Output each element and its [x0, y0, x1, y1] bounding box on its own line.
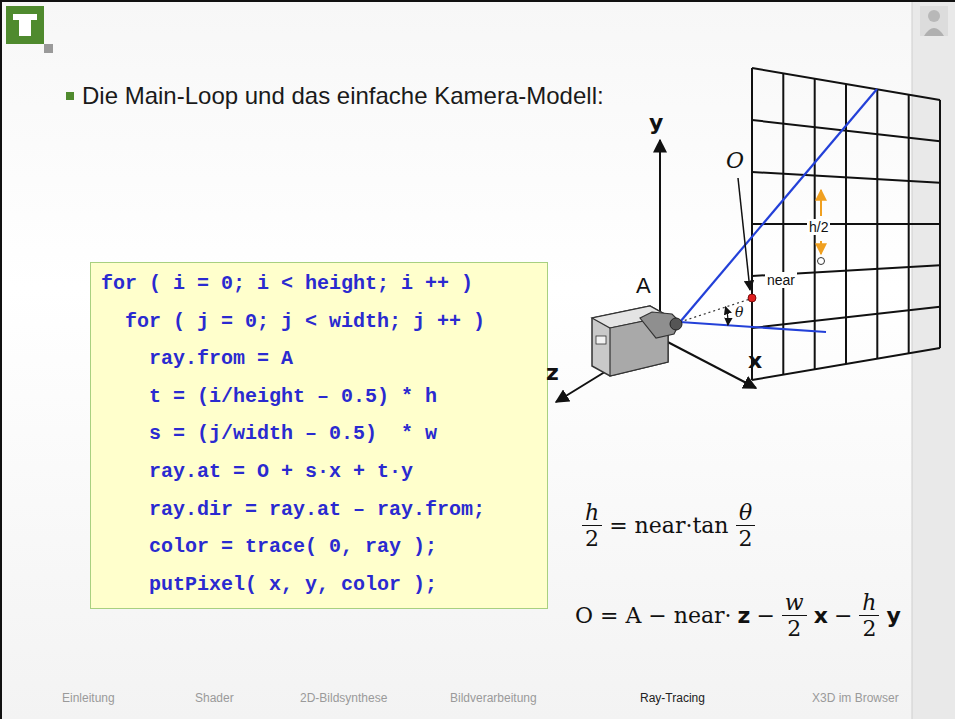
formula-term: θ: [736, 500, 755, 526]
portrait-icon: [920, 6, 948, 36]
angle-label: θ: [735, 304, 743, 320]
lens-glass: [670, 318, 682, 330]
point-label: A: [636, 273, 651, 299]
logo-corner: [44, 44, 53, 53]
formula-term: y: [886, 603, 900, 628]
grid-line: [752, 68, 940, 100]
nav-item: Einleitung: [62, 691, 115, 705]
leader-arrow: [738, 178, 750, 290]
portrait-head: [928, 10, 940, 22]
formula-term: O = A − near·: [575, 603, 732, 628]
grid-line: [752, 223, 940, 225]
fraction: h2: [582, 500, 602, 552]
frame-top: [0, 0, 955, 2]
nav-item: Bildverarbeitung: [450, 691, 537, 705]
formula-term: x: [814, 603, 828, 628]
origin-point: [748, 294, 756, 302]
code-line: color = trace( 0, ray );: [101, 528, 535, 566]
angle-arc: [726, 307, 729, 326]
grid-line: [752, 172, 940, 183]
code-line: s = (j/width – 0.5) * w: [101, 415, 535, 453]
y-axis: [659, 140, 661, 338]
half-height-arrow: [820, 190, 822, 216]
fraction: h2: [859, 590, 879, 642]
nav-item-active: Ray-Tracing: [640, 691, 705, 705]
camera-window: [596, 336, 606, 344]
near-line: [680, 299, 750, 322]
formula: O = A − near·z−w2x−h2y: [572, 590, 904, 642]
strip-border: [912, 0, 913, 719]
camera: [592, 306, 682, 376]
grid-line: [752, 307, 940, 328]
view-ray: [680, 89, 877, 322]
axis-label: y: [649, 110, 663, 135]
code-box: for ( i = 0; i < height; i ++ )for ( j =…: [90, 262, 548, 609]
formula-term: −: [756, 603, 774, 628]
fraction: θ2: [736, 500, 756, 552]
half-height-arrow: [820, 241, 822, 254]
portrait-body: [924, 28, 944, 36]
code-line: putPixel( x, y, color );: [101, 566, 535, 604]
nav-item: Shader: [195, 691, 234, 705]
dimension-label: h/2: [807, 219, 830, 235]
formula-term: h: [859, 590, 879, 616]
formula-term: 2: [859, 616, 879, 641]
nav-item: X3D im Browser: [812, 691, 899, 705]
fraction: w2: [782, 590, 807, 642]
slide-title: Die Main-Loop und das einfache Kamera-Mo…: [82, 82, 604, 110]
code-line: ray.dir = ray.at – ray.from;: [101, 491, 535, 529]
code-line: ray.from = A: [101, 340, 535, 378]
formula-term: z: [738, 603, 751, 628]
x-axis: [660, 338, 756, 388]
bullet: [66, 92, 74, 100]
logo-emblem: [13, 14, 37, 36]
formula-term: 2: [736, 526, 756, 551]
code-line: for ( i = 0; i < height; i ++ ): [101, 265, 535, 303]
code-line: for ( j = 0; j < width; j ++ ): [101, 303, 535, 341]
side-strip: [912, 0, 955, 719]
center-point: [818, 258, 825, 265]
grid-line: [752, 120, 940, 141]
image-grid: [752, 68, 940, 380]
dimension-label: near: [765, 272, 797, 288]
formula-term: w: [782, 590, 807, 616]
frame-left: [0, 0, 2, 719]
formula-term: 2: [784, 616, 804, 641]
view-ray: [680, 322, 826, 332]
axis-label: x: [748, 348, 762, 373]
formula-term: −: [834, 603, 852, 628]
formula-term: 2: [582, 526, 602, 551]
formula-term: h: [582, 500, 602, 526]
point-label: O: [726, 148, 744, 173]
formula-term: = near·tan: [609, 513, 728, 538]
formula: h2= near·tanθ2: [578, 500, 760, 552]
grid-line: [752, 348, 940, 380]
nav-item: 2D-Bildsynthese: [300, 691, 387, 705]
code-line: ray.at = O + s·x + t·y: [101, 453, 535, 491]
university-logo: [6, 6, 44, 44]
code-line: t = (i/height – 0.5) * h: [101, 378, 535, 416]
axis-label: z: [546, 360, 559, 385]
